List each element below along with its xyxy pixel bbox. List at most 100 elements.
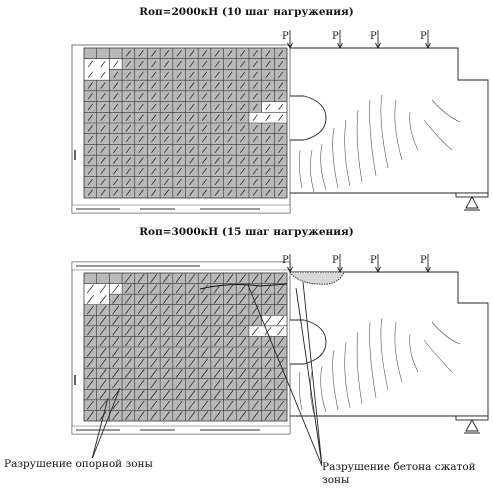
mesh-crack-mark — [239, 273, 247, 283]
mesh-crack-mark — [252, 103, 258, 111]
mesh-crack-mark — [163, 146, 169, 153]
mesh-crack-mark — [188, 273, 196, 283]
mesh-crack-mark — [213, 358, 221, 368]
mesh-crack-mark — [202, 168, 208, 175]
mesh-crack-mark — [86, 284, 94, 294]
mesh-crack-mark — [214, 50, 220, 57]
mesh-crack-mark — [137, 273, 145, 283]
mesh-crack-mark — [137, 347, 145, 357]
mesh-crack-mark — [251, 379, 259, 389]
mesh-crack-mark — [226, 316, 234, 325]
mesh-crack-mark — [265, 146, 271, 153]
mesh-crack-mark — [213, 295, 221, 304]
mesh-crack-mark — [124, 337, 132, 347]
mesh-crack-mark — [150, 347, 158, 357]
mesh-crack-mark — [202, 103, 208, 111]
mesh-crack-mark — [277, 305, 285, 315]
mesh-crack-mark — [175, 400, 183, 410]
mesh-crack-mark — [138, 103, 144, 111]
mesh-crack-mark — [151, 60, 157, 68]
mesh-crack-mark — [202, 93, 208, 100]
mesh-crack-mark — [150, 326, 158, 336]
mesh-crack-mark — [214, 157, 220, 164]
mesh-crack-mark — [189, 157, 195, 164]
mesh-crack-mark — [277, 358, 285, 368]
mesh-crack-mark — [277, 273, 285, 283]
mesh-crack-mark — [213, 411, 221, 421]
fe-mesh-top — [71, 44, 291, 214]
mesh-crack-mark — [252, 114, 258, 121]
mesh-crack-mark — [227, 103, 233, 111]
mesh-crack-mark — [240, 50, 246, 57]
mesh-crack-mark — [251, 273, 259, 283]
leader-support-zone — [91, 397, 109, 460]
mesh-crack-mark — [227, 93, 233, 100]
mesh-crack-mark — [163, 135, 169, 143]
mesh-crack-mark — [202, 50, 208, 57]
mesh-crack-mark — [240, 103, 246, 111]
mesh-crack-mark — [137, 400, 145, 410]
load-label-bottom-3: P — [370, 255, 377, 266]
mesh-crack-mark — [265, 82, 271, 89]
mesh-crack-mark — [265, 50, 271, 57]
mesh-crack-mark — [226, 411, 234, 421]
mesh-crack-mark — [112, 295, 120, 304]
mesh-crack-mark — [151, 189, 157, 196]
mesh-crack-mark — [86, 379, 94, 389]
mesh-crack-mark — [226, 337, 234, 347]
mesh-crack-mark — [163, 168, 169, 175]
mesh-crack-mark — [252, 93, 258, 100]
mesh-crack-mark — [188, 411, 196, 421]
mesh-crack-mark — [163, 411, 170, 421]
mesh-crack-mark — [113, 189, 119, 196]
mesh-crack-mark — [175, 316, 183, 325]
mesh-crack-mark — [264, 273, 272, 283]
mesh-crack-mark — [163, 273, 170, 283]
load-arrow-head — [287, 266, 293, 274]
mesh-crack-mark — [201, 337, 208, 347]
mesh-crack-mark — [87, 189, 93, 196]
mesh-crack-mark — [239, 337, 247, 347]
mesh-crack-mark — [278, 60, 284, 68]
mesh-crack-mark — [277, 284, 285, 294]
mesh-crack-mark — [226, 295, 234, 304]
mesh-crack-mark — [188, 358, 196, 368]
mesh-crack-mark — [124, 347, 132, 357]
beam-opening — [290, 95, 327, 141]
mesh-crack-mark — [265, 178, 271, 186]
mesh-crack-mark — [163, 157, 169, 164]
mesh-crack-mark — [278, 178, 284, 186]
mesh-crack-mark — [278, 103, 284, 111]
load-label-top-1: P — [282, 31, 289, 42]
mesh-crack-mark — [265, 93, 271, 100]
mesh-crack-mark — [100, 135, 106, 143]
mesh-crack-mark — [202, 82, 208, 89]
mesh-crack-mark — [138, 189, 144, 196]
mesh-crack-mark — [264, 326, 272, 336]
mesh-crack-mark — [112, 411, 120, 421]
mesh-crack-mark — [278, 146, 284, 153]
mesh-crack-mark — [99, 295, 107, 304]
mesh-crack-mark — [86, 316, 94, 325]
mesh-crack-mark — [100, 125, 106, 132]
mesh-crack-mark — [265, 168, 271, 175]
mesh-crack-mark — [112, 337, 120, 347]
mesh-crack-mark — [214, 93, 220, 100]
mesh-crack-mark — [112, 390, 120, 399]
mesh-crack-mark — [150, 390, 158, 399]
mesh-crack-mark — [239, 369, 247, 378]
mesh-crack-mark — [87, 168, 93, 175]
mesh-crack-mark — [202, 189, 208, 196]
mesh-crack-mark — [251, 316, 259, 325]
mesh-crack-mark — [201, 284, 208, 294]
mesh-crack-mark — [137, 295, 145, 304]
mesh-crack-mark — [113, 125, 119, 132]
mesh-crack-mark — [86, 326, 94, 336]
mesh-cell-unloaded — [262, 315, 287, 326]
mesh-crack-mark — [251, 411, 259, 421]
mesh-crack-mark — [163, 337, 170, 347]
mesh-crack-mark — [137, 326, 145, 336]
load-arrow-head — [287, 42, 293, 50]
mesh-crack-mark — [151, 82, 157, 89]
